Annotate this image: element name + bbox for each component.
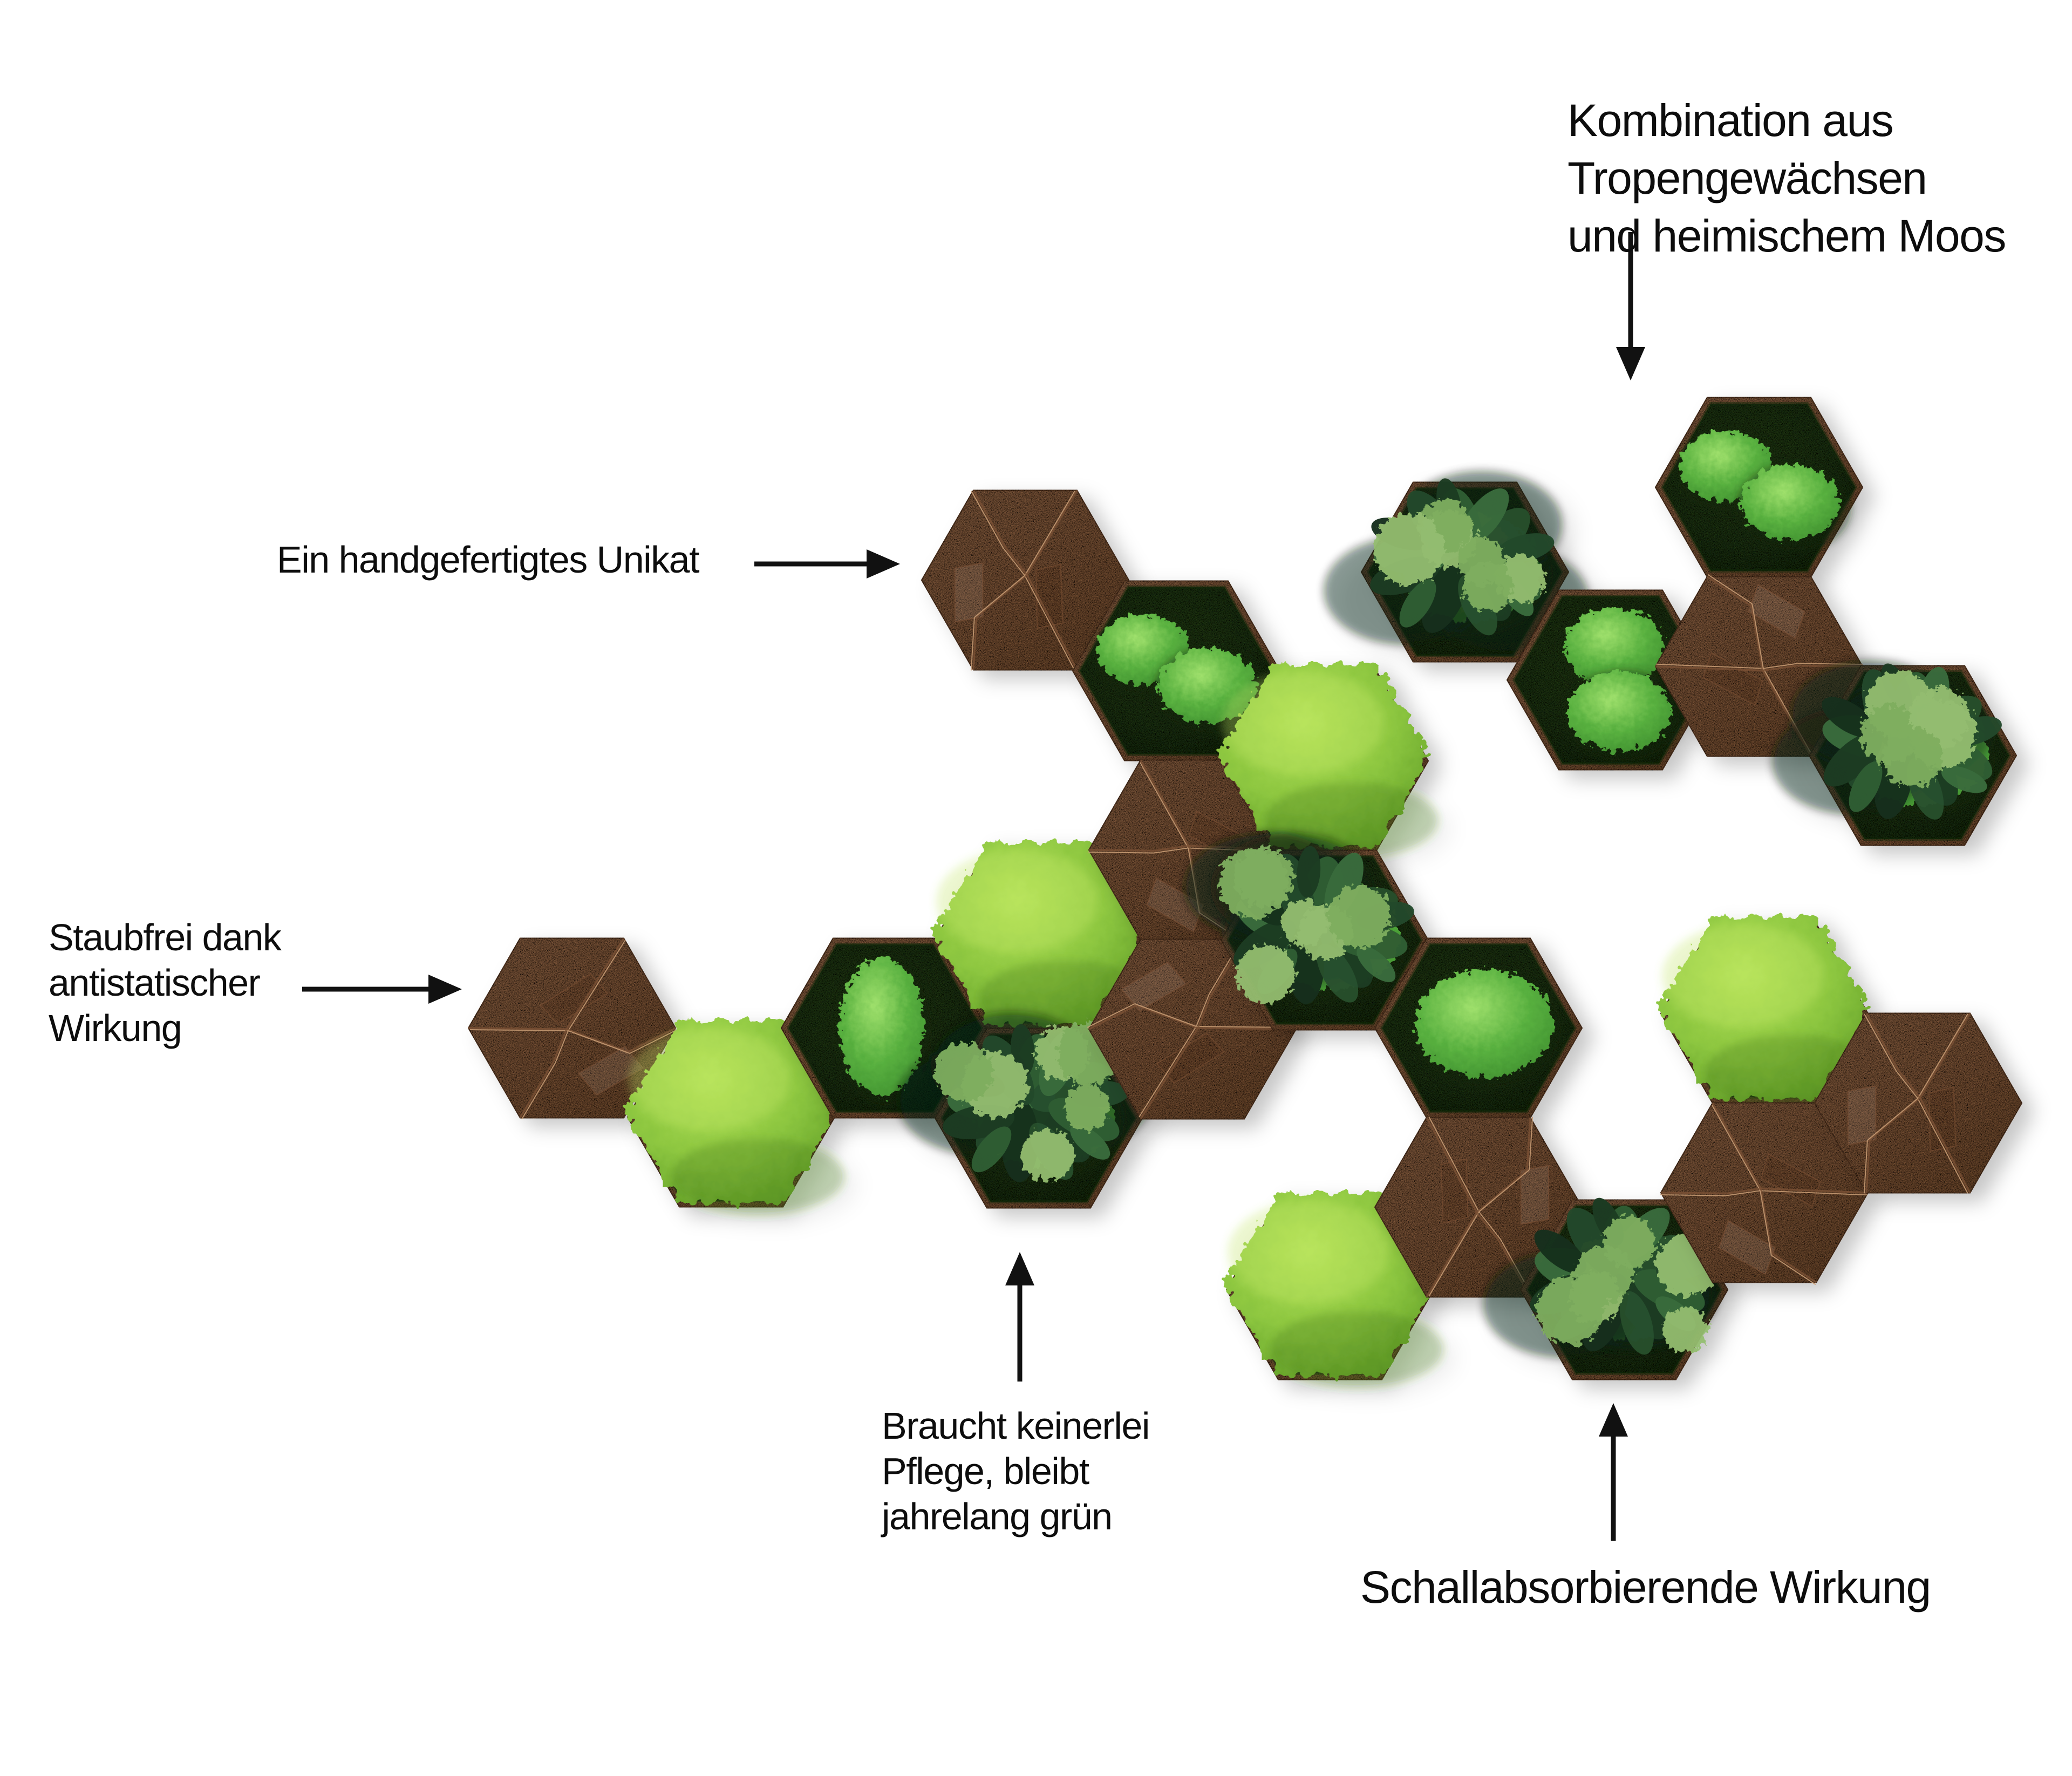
tiles-layer	[467, 397, 2023, 1387]
pillow-moss	[1659, 916, 1878, 1111]
annotation-schall: Schallabsorbierende Wirkung	[1360, 1562, 1931, 1612]
arrow-staubfrei	[302, 975, 462, 1004]
annotation-unikat: Ein handgefertigtes Unikat	[277, 539, 700, 581]
tropical-plant-cluster	[1324, 471, 1589, 654]
annotation-braucht: Braucht keinerlei Pflege, bleibt jahrela…	[882, 1405, 1150, 1537]
hex-tile-moss	[1654, 397, 1864, 578]
cork-relief-pattern	[1847, 1012, 1971, 1194]
cork-relief-pattern	[954, 489, 1078, 671]
hex-tile-cork	[921, 489, 1130, 671]
hex-tile-moss	[1374, 937, 1583, 1119]
hex-tile-plants	[897, 1012, 1153, 1209]
hex-tile-cork	[1660, 1102, 1869, 1285]
hex-tile-plants	[1771, 659, 2018, 846]
annotation-staubfrei: Staubfrei dank antistatischer Wirkung	[49, 916, 282, 1049]
arrow-schall	[1599, 1403, 1628, 1541]
hex-tile-plants	[1183, 832, 1429, 1031]
pillow-moss	[625, 1020, 844, 1214]
hex-tile-cork	[467, 937, 678, 1120]
hex-tile-moss	[1506, 589, 1715, 771]
annotation-kombination: Kombination aus Tropengewächsen und heim…	[1567, 95, 2006, 261]
cork-relief-pattern	[1426, 1117, 1550, 1298]
arrow-unikat	[754, 549, 900, 579]
hex-tile-pillow	[933, 842, 1152, 1036]
cork-relief-pattern	[468, 938, 678, 1120]
tropical-plant-cluster	[1771, 659, 2002, 820]
hex-tile-pillow	[1659, 916, 1878, 1111]
pillow-moss	[933, 842, 1152, 1036]
tropical-plant-cluster	[1483, 1197, 1720, 1358]
arrows-layer	[302, 232, 1645, 1541]
hex-tile-moss	[1072, 580, 1281, 761]
hex-tile-pillow	[625, 1020, 844, 1214]
hex-tile-plants	[1483, 1197, 1729, 1380]
hex-tile-plants	[1324, 471, 1589, 663]
tropical-plant-cluster	[1183, 832, 1414, 1004]
tropical-plant-cluster	[897, 1012, 1153, 1182]
arrow-kombination	[1616, 232, 1645, 380]
arrow-braucht	[1005, 1252, 1034, 1382]
pillow-moss	[1224, 1193, 1443, 1387]
hex-tile-cork	[1374, 1117, 1583, 1298]
cork-relief-pattern	[1660, 1102, 1868, 1285]
hex-tile-cork	[1814, 1012, 2023, 1194]
hex-tile-pillow	[1219, 664, 1438, 858]
